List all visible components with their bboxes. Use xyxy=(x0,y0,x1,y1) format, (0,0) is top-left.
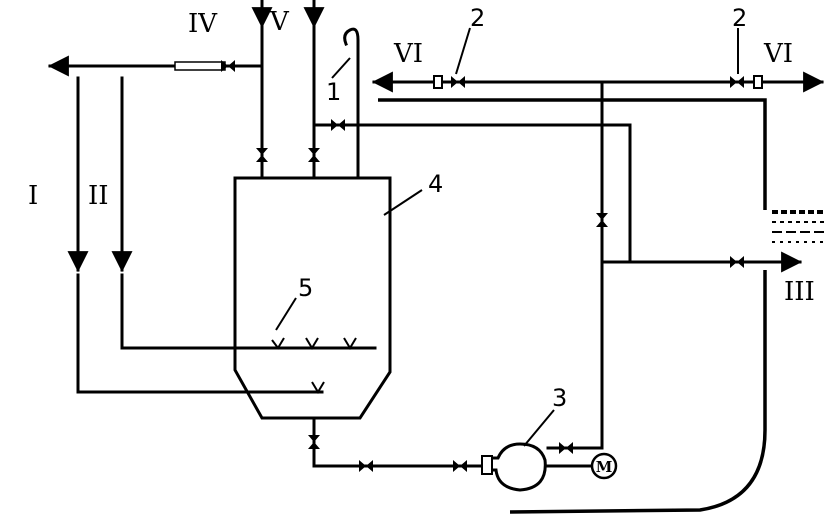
nozzles xyxy=(271,337,357,394)
label-3: 3 xyxy=(552,384,567,412)
valve-icon xyxy=(559,442,573,454)
leader-5 xyxy=(275,297,297,331)
valve-icon xyxy=(730,256,744,268)
valve-icon xyxy=(451,76,465,88)
leader-4 xyxy=(383,189,423,216)
label-1: 1 xyxy=(326,78,341,106)
valve-icon xyxy=(359,460,373,472)
label-5: 5 xyxy=(298,274,313,302)
label-2-right: 2 xyxy=(732,4,747,32)
tank-body xyxy=(233,176,392,420)
valve-icon xyxy=(308,435,320,449)
suction-line xyxy=(312,416,490,468)
pump-icon xyxy=(481,442,592,492)
valve-icon xyxy=(453,460,467,472)
leader-1 xyxy=(331,57,351,79)
leader-3 xyxy=(523,409,555,447)
valve-icon xyxy=(308,148,320,162)
flange-left xyxy=(433,75,443,89)
valve-icon xyxy=(331,119,345,131)
label-III: III xyxy=(784,277,815,307)
valve-icon xyxy=(730,76,744,88)
label-IV: IV xyxy=(188,9,218,39)
motor-label: M xyxy=(596,458,613,476)
water-level-marks xyxy=(772,210,826,243)
flange-right xyxy=(753,75,763,89)
label-2-left: 2 xyxy=(470,4,485,32)
valve-icon xyxy=(596,213,608,227)
line-I-into-tank xyxy=(76,273,324,394)
label-V: V xyxy=(269,7,290,37)
valve-icon xyxy=(256,148,268,162)
line-IV-segment xyxy=(174,61,226,71)
label-VI-left: VI xyxy=(393,39,423,69)
gooseneck-vent xyxy=(343,27,360,180)
motor-icon: M xyxy=(590,452,618,480)
label-4: 4 xyxy=(428,170,443,198)
label-I: I xyxy=(28,181,38,211)
label-VI-right: VI xyxy=(763,39,793,69)
label-II: II xyxy=(88,181,109,211)
line-II-into-tank xyxy=(120,273,377,350)
hull-outline xyxy=(378,98,767,514)
leader-2-left xyxy=(455,27,471,75)
recirc-line xyxy=(312,123,632,264)
valve-icon xyxy=(221,60,235,72)
